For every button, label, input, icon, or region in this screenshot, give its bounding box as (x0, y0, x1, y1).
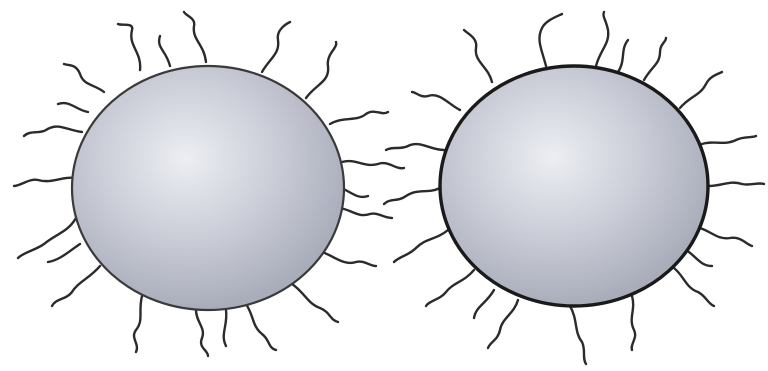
chain (570, 306, 586, 364)
chain (24, 127, 82, 136)
chain (386, 144, 444, 150)
chain (340, 208, 392, 218)
chain (618, 40, 628, 72)
chain (680, 72, 722, 108)
chain (700, 228, 752, 246)
chain (596, 12, 608, 66)
chain (330, 112, 388, 124)
chain (262, 22, 290, 72)
chain (52, 266, 100, 306)
chain (632, 296, 635, 350)
chain (412, 92, 460, 110)
particle-left (14, 12, 404, 356)
chain (14, 178, 76, 186)
chain (384, 188, 440, 204)
chain (118, 24, 140, 70)
chain (184, 12, 206, 62)
particle-core (72, 66, 344, 310)
chain (708, 183, 764, 186)
chain (306, 42, 336, 98)
chain (58, 103, 88, 112)
chain (702, 136, 756, 144)
chain (686, 250, 712, 266)
chain (488, 300, 518, 348)
chain (196, 310, 208, 356)
particle-right (384, 12, 764, 364)
chain (48, 244, 80, 262)
chain (322, 252, 376, 266)
chain (394, 230, 448, 262)
chain (539, 14, 562, 66)
chain (464, 30, 492, 82)
chain (426, 270, 474, 306)
chain (134, 296, 142, 352)
chain (644, 38, 666, 80)
chain (342, 161, 404, 168)
chain (474, 290, 494, 318)
chain (292, 284, 338, 322)
chain (159, 36, 170, 66)
chain (64, 64, 104, 92)
chain (224, 310, 227, 346)
particle-core (440, 66, 708, 306)
chain (246, 304, 276, 350)
chain (674, 268, 714, 306)
